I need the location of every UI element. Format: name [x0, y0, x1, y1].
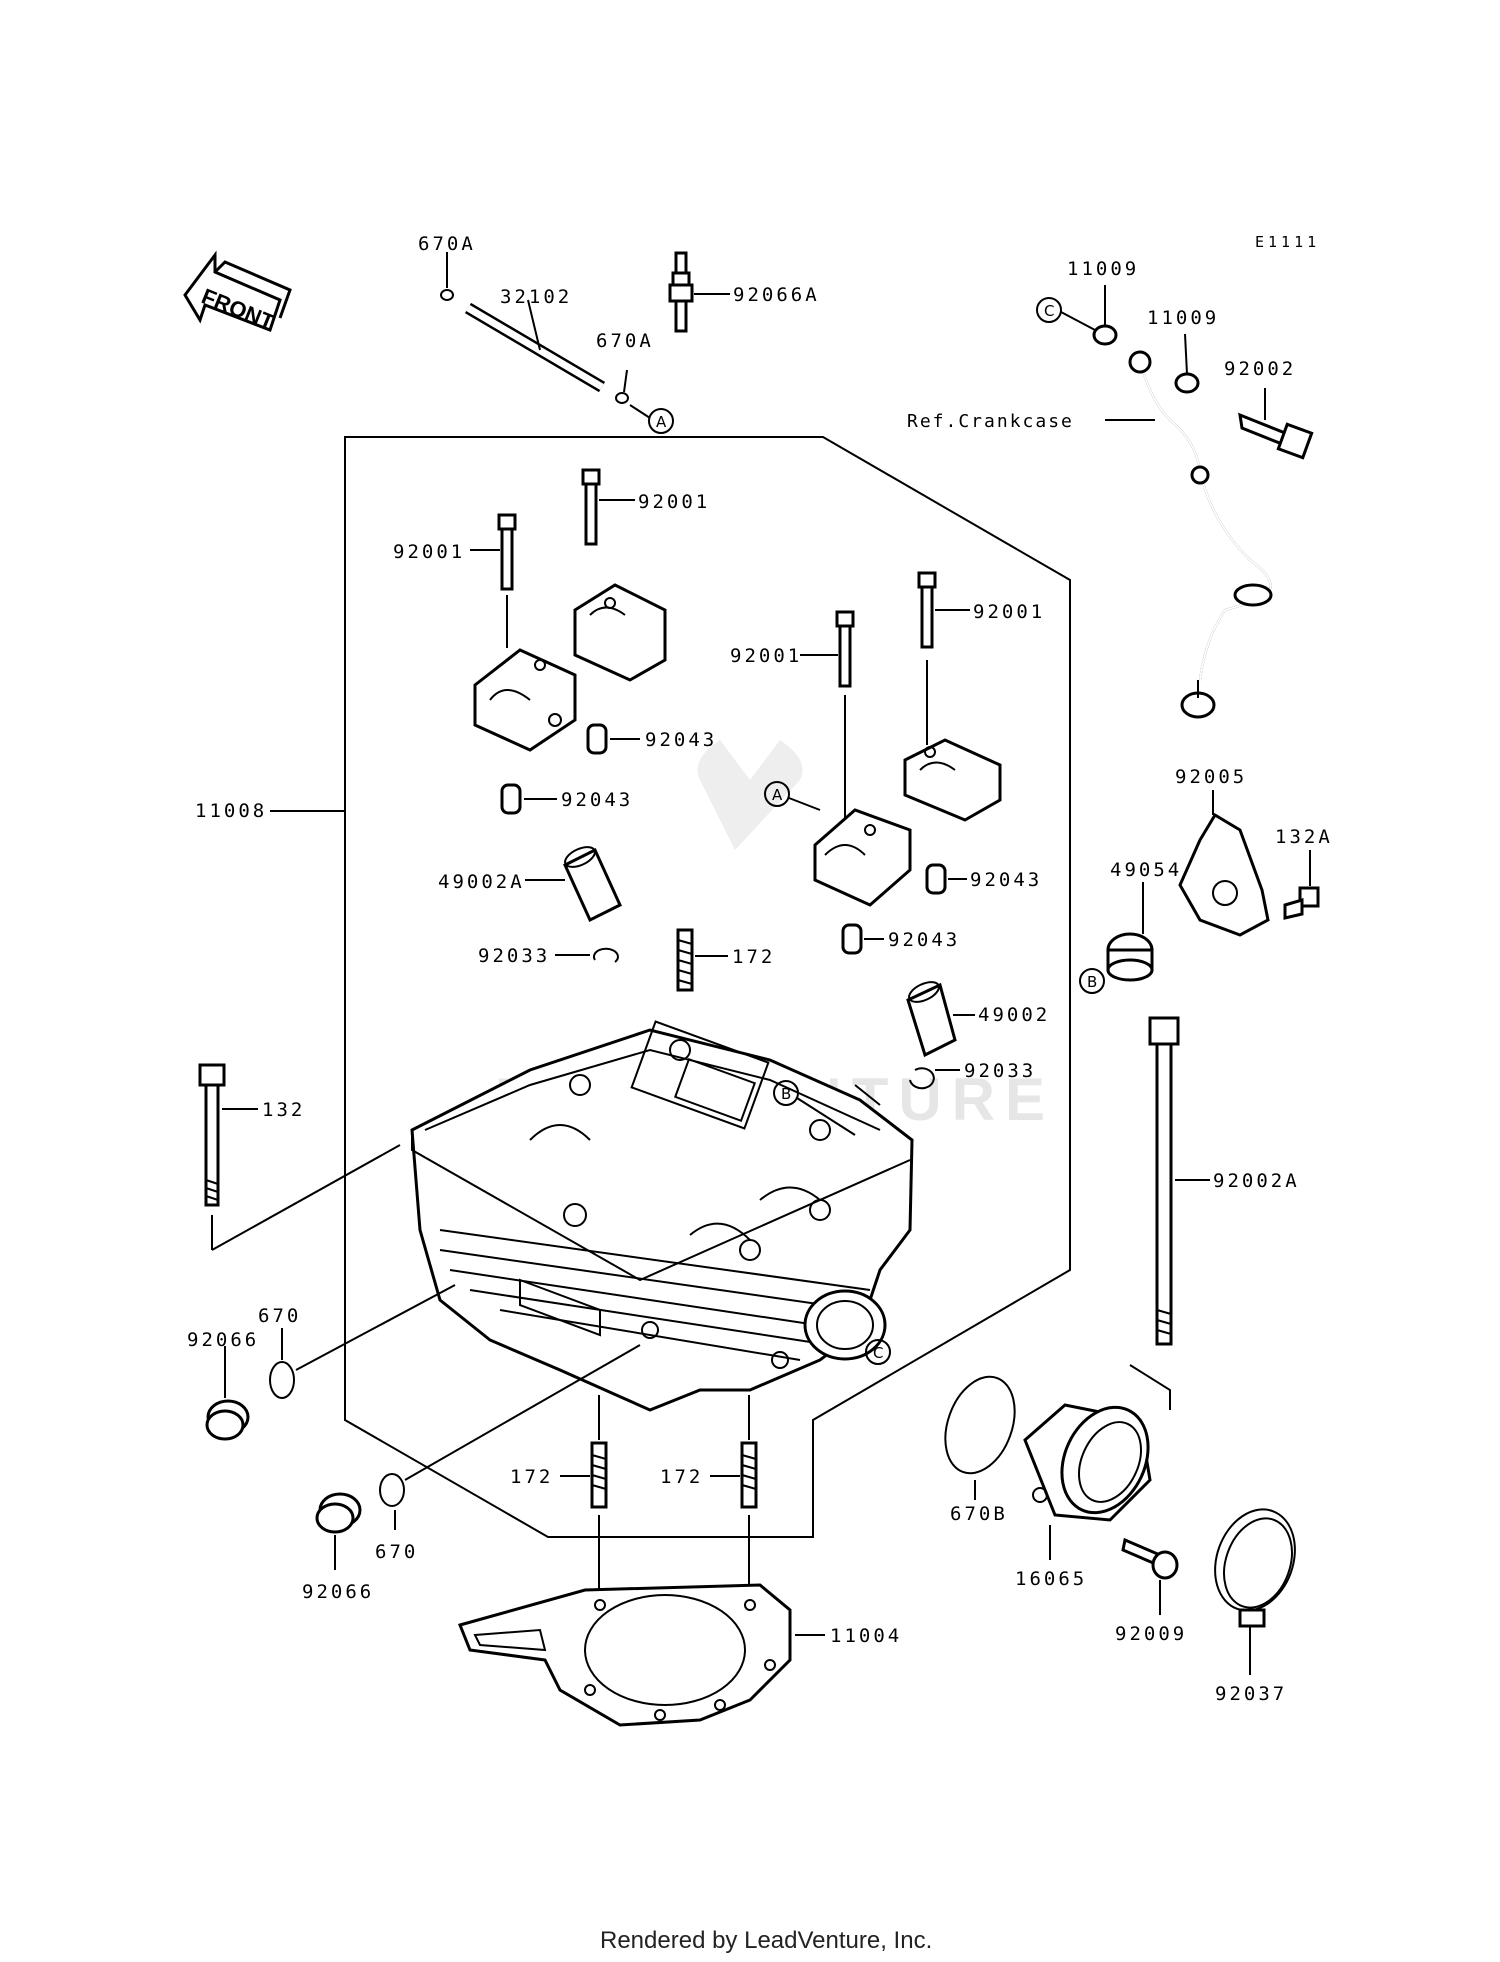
label-92043-2: 92043: [561, 789, 633, 811]
svg-text:C: C: [1044, 302, 1054, 320]
label-49054: 49054: [1110, 859, 1182, 881]
label-92066-lower: 92066: [302, 1581, 374, 1603]
label-92033-1: 92033: [478, 945, 550, 967]
circlip-92033-left: [555, 947, 619, 963]
label-92001-2: 92001: [638, 491, 710, 513]
marker-c-top: C: [1036, 297, 1096, 331]
label-92002: 92002: [1224, 358, 1296, 380]
label-92043-3: 92043: [970, 869, 1042, 891]
label-670A-top: 670A: [418, 233, 476, 255]
camshaft-cap-right-front: [800, 610, 912, 907]
bolt-92009: [1121, 1537, 1179, 1615]
label-670-lower: 670: [375, 1541, 418, 1563]
label-172-top: 172: [732, 946, 775, 968]
bolt-92002A: [1129, 1016, 1210, 1410]
label-49002: 49002: [978, 1004, 1050, 1026]
label-92001-1: 92001: [393, 541, 465, 563]
marker-b-plug: B: [1079, 968, 1105, 994]
svg-text:B: B: [1087, 973, 1097, 991]
label-16065: 16065: [1015, 1568, 1087, 1590]
label-172-left: 172: [510, 1466, 553, 1488]
oil-pipe-32102: [440, 252, 651, 419]
label-172-right: 172: [660, 1466, 703, 1488]
label-92043-1: 92043: [645, 729, 717, 751]
oring-670-upper: [269, 1284, 456, 1399]
label-92005: 92005: [1175, 766, 1247, 788]
intake-holder-16065: [1023, 1403, 1152, 1560]
label-32102: 32102: [500, 286, 572, 308]
label-670-upper: 670: [258, 1305, 301, 1327]
label-670B: 670B: [950, 1503, 1008, 1525]
cylinder-head: [410, 1020, 914, 1412]
dowel-pins-92043: [500, 723, 967, 955]
assembly-boundary: [344, 436, 1071, 1538]
label-11009-1: 11009: [1067, 258, 1139, 280]
marker-a-pipe: A: [648, 408, 674, 434]
studs-172-lower: [560, 1395, 758, 1685]
svg-text:C: C: [873, 1344, 883, 1362]
label-92001-3: 92001: [730, 645, 802, 667]
label-92066A: 92066A: [733, 284, 820, 306]
label-92001-4: 92001: [973, 601, 1045, 623]
valve-guide-49002A: [525, 846, 622, 923]
plug-49054: [1106, 882, 1154, 982]
label-11008: 11008: [195, 800, 267, 822]
svg-text:A: A: [656, 413, 667, 431]
label-92002A: 92002A: [1213, 1170, 1300, 1192]
label-11004: 11004: [830, 1625, 902, 1647]
label-ref-crankcase: Ref.Crankcase: [907, 411, 1074, 432]
circlip-92033-right: [909, 1067, 960, 1090]
oring-670B: [944, 1375, 1016, 1500]
stud-172-top: [676, 928, 728, 992]
svg-text:B: B: [781, 1085, 791, 1103]
camshaft-cap-left-front: [470, 513, 577, 752]
svg-text:A: A: [772, 786, 783, 804]
temp-sensor-92066A: [668, 251, 730, 333]
camshaft-cap-right-rear: [903, 571, 1002, 822]
marker-a-cap: A: [764, 781, 821, 811]
label-11009-2: 11009: [1147, 307, 1219, 329]
marker-c-head: C: [865, 1339, 891, 1365]
valve-guide-49002: [906, 981, 975, 1058]
label-92043-4: 92043: [888, 929, 960, 951]
label-92033-2: 92033: [964, 1060, 1036, 1082]
oring-670-lower: [379, 1344, 641, 1530]
label-92066-upper: 92066: [187, 1329, 259, 1351]
label-132A: 132A: [1275, 826, 1333, 848]
label-49002A: 49002A: [438, 871, 525, 893]
front-arrow-icon: FRONT: [183, 250, 292, 335]
water-fitting-92005: [1178, 790, 1270, 937]
bolt-132A: [1283, 850, 1320, 920]
label-670A-pipe: 670A: [596, 330, 654, 352]
footer-credit: Rendered by LeadVenture, Inc.: [600, 1927, 932, 1954]
marker-b-head: B: [773, 1080, 856, 1136]
label-92009: 92009: [1115, 1623, 1187, 1645]
clamp-92037: [1214, 1508, 1296, 1675]
camshaft-cap-left-rear: [573, 468, 667, 682]
diagram-code: E1111: [1255, 233, 1320, 251]
label-92037: 92037: [1215, 1683, 1287, 1705]
oil-line-assembly: [1092, 285, 1314, 719]
label-132: 132: [262, 1099, 305, 1121]
plug-92066-lower: [315, 1492, 362, 1570]
bolt-132: [198, 1063, 401, 1251]
head-gasket-11004: [457, 1583, 825, 1727]
plug-92066-upper: [205, 1346, 250, 1441]
